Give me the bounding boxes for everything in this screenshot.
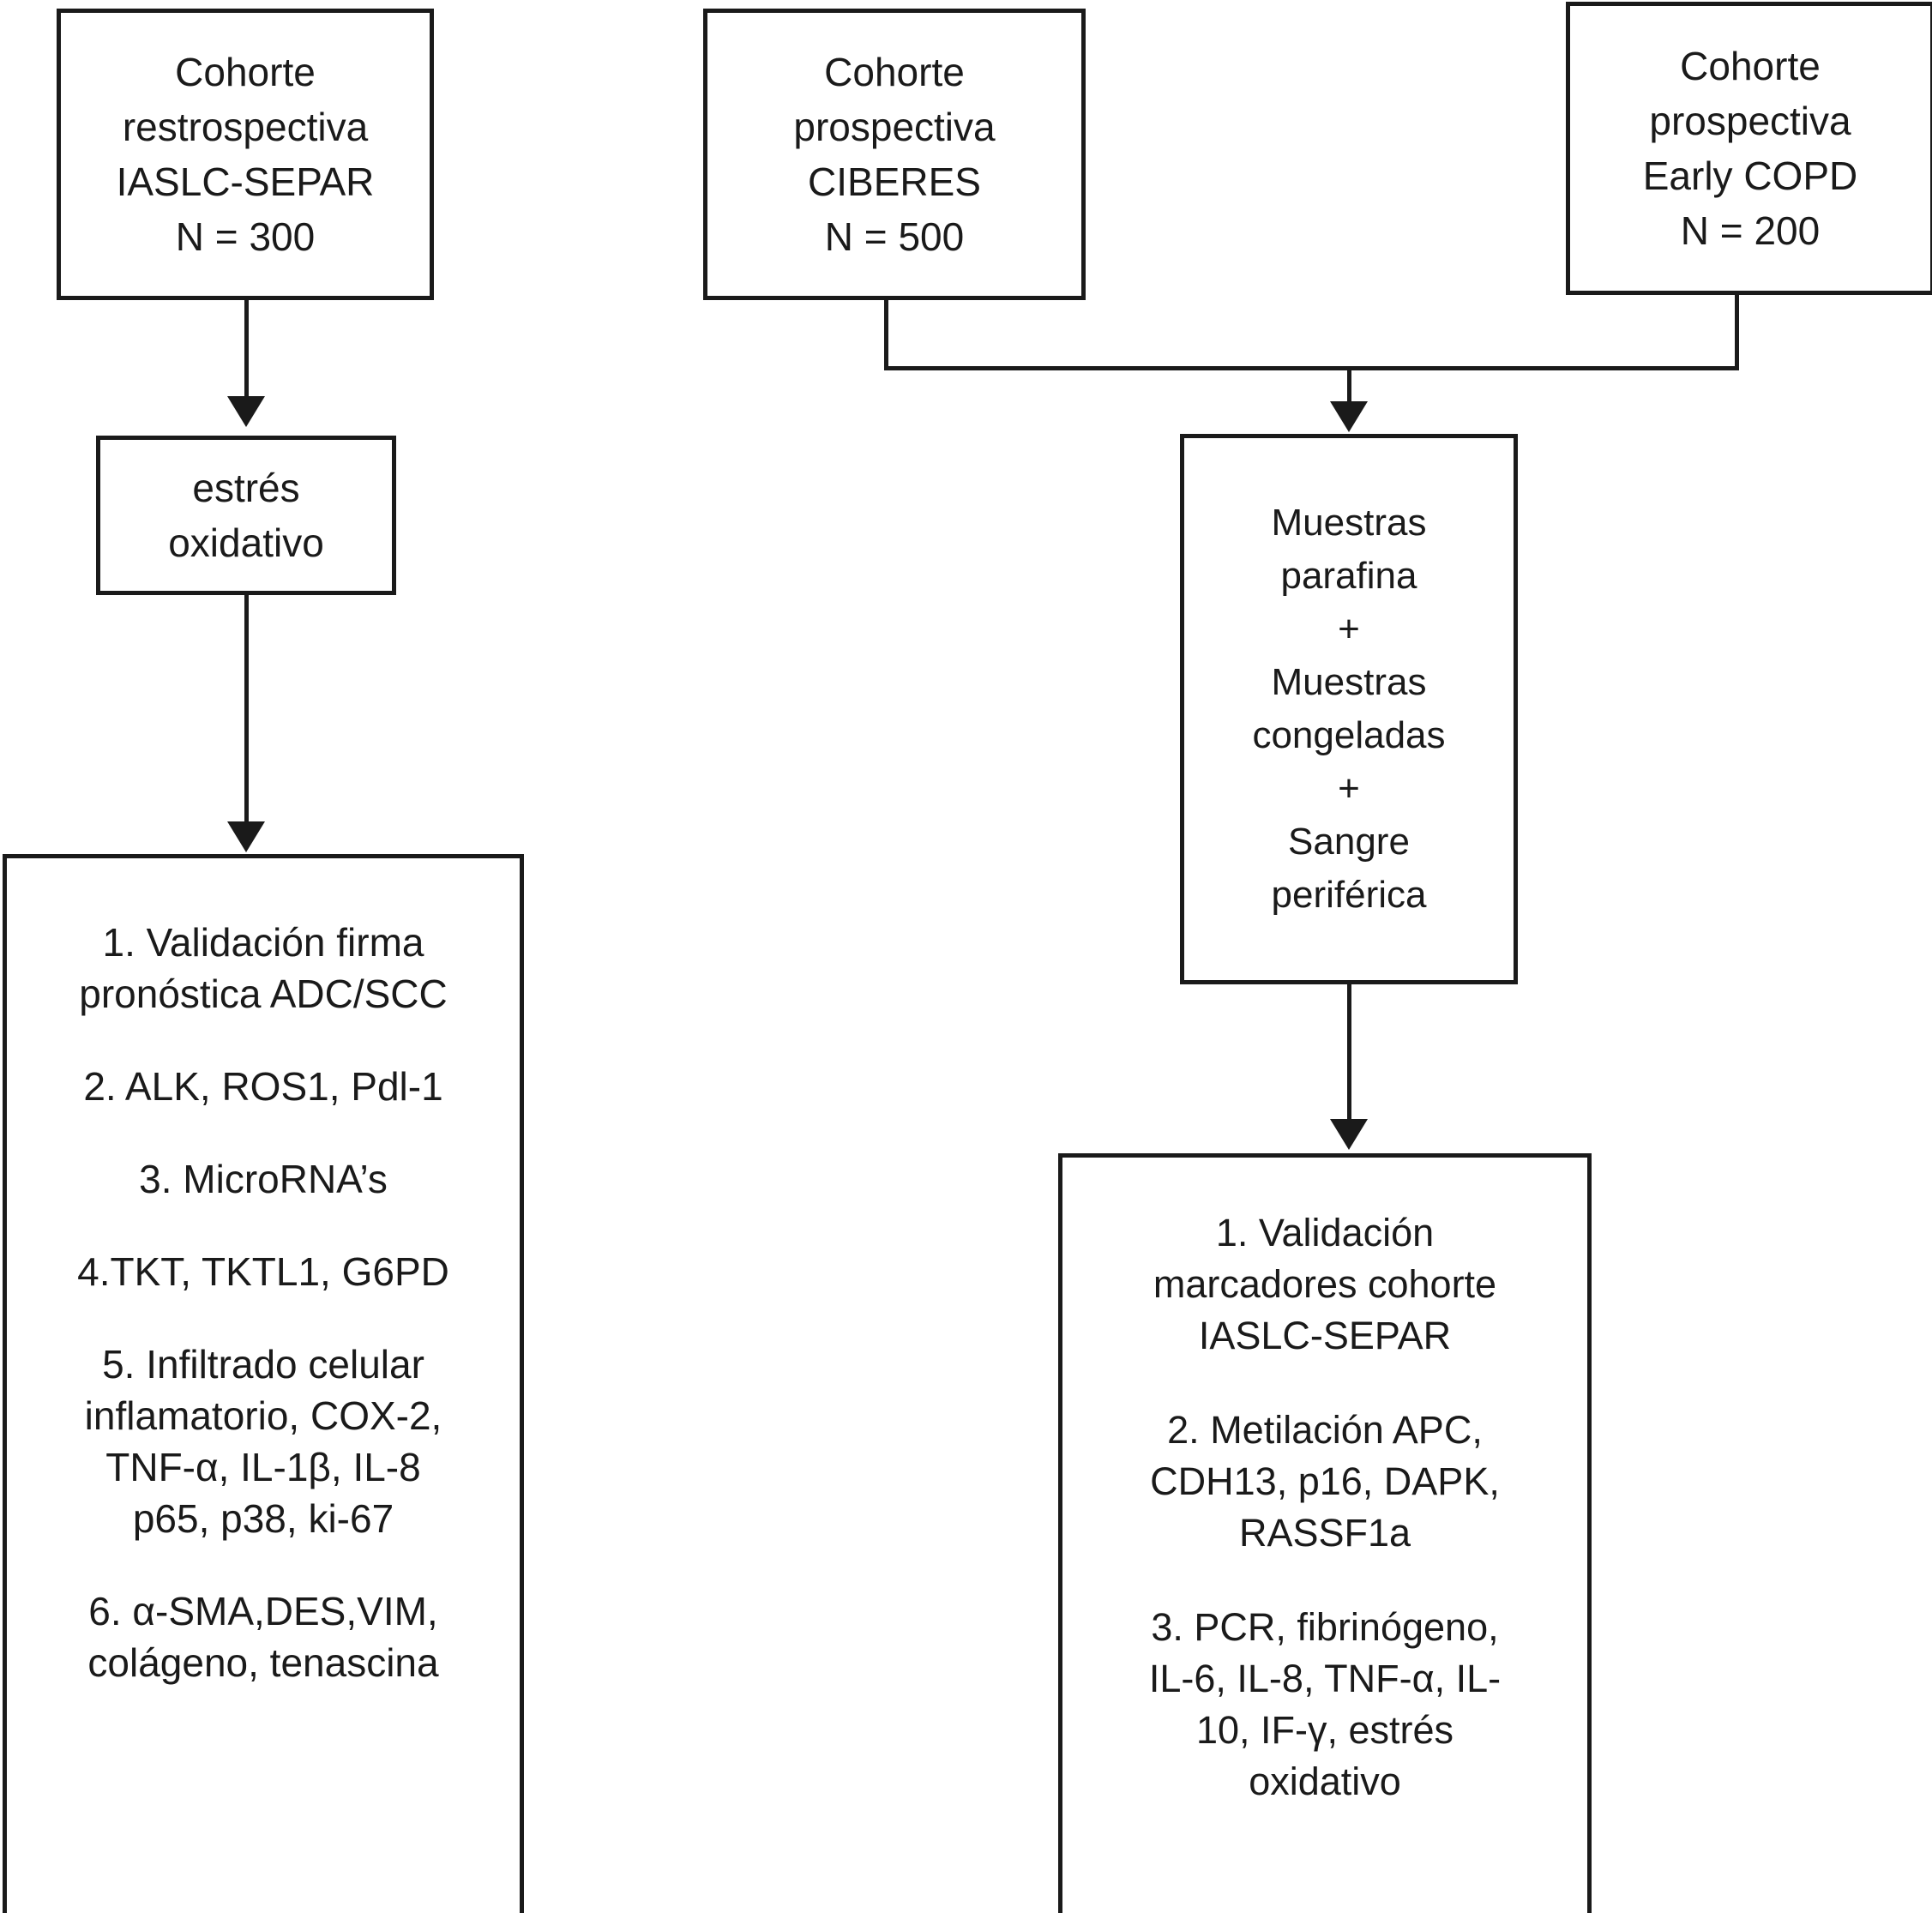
list-item-line: 10, IF-γ, estrés: [1195, 1708, 1454, 1752]
node-line: Cohorte: [1680, 44, 1821, 88]
node-line-plus: +: [1338, 608, 1360, 650]
list-item: 3. MicroRNA’s: [7, 1153, 520, 1205]
node-line: Cohorte: [175, 50, 316, 94]
list-item-line: 1. Validación: [1215, 1211, 1435, 1254]
node-cohorte-retrospectiva: Cohorte restrospectiva IASLC-SEPAR N = 3…: [57, 9, 434, 300]
node-muestras: Muestras parafina + Muestras congeladas …: [1180, 434, 1518, 984]
connector-ciberes-stub: [884, 300, 888, 370]
connector-earlycopd-stub: [1735, 295, 1739, 370]
connector-oxstress-to-left-list: [244, 595, 249, 825]
node-line: parafina: [1280, 555, 1417, 597]
connector-muestras-to-right-list: [1347, 984, 1351, 1122]
node-line-plus: +: [1338, 767, 1360, 809]
node-line: N = 200: [1680, 208, 1821, 253]
list-item-line: CDH13, p16, DAPK,: [1150, 1459, 1500, 1503]
list-item-line: 3. MicroRNA’s: [139, 1157, 388, 1201]
list-item-line: RASSF1a: [1238, 1511, 1411, 1555]
list-item-line: 2. Metilación APC,: [1167, 1408, 1483, 1452]
node-line: Muestras: [1271, 502, 1427, 544]
connector-merge-to-muestras: [1347, 366, 1351, 404]
list-item-line: p65, p38, ki-67: [132, 1496, 394, 1541]
list-item: 3. PCR, fibrinógeno, IL-6, IL-8, TNF-α, …: [1062, 1602, 1587, 1808]
list-item-line: TNF-α, IL-1β, IL-8: [105, 1445, 421, 1489]
node-line: restrospectiva: [122, 105, 369, 149]
node-cohorte-prospectiva-ciberes: Cohorte prospectiva CIBERES N = 500: [703, 9, 1086, 300]
list-item-line: 3. PCR, fibrinógeno,: [1151, 1605, 1499, 1649]
node-line: Early COPD: [1642, 153, 1858, 198]
arrowhead-icon: [1330, 401, 1368, 432]
list-item-line: pronóstica ADC/SCC: [79, 972, 448, 1016]
connector-retro-to-oxstress: [244, 300, 249, 400]
list-item-line: oxidativo: [1249, 1760, 1401, 1803]
node-line: congeladas: [1252, 714, 1446, 756]
node-line: IASLC-SEPAR: [116, 159, 375, 204]
arrowhead-icon: [1330, 1119, 1368, 1150]
list-item: 6. α-SMA,DES,VIM, colágeno, tenascina: [7, 1585, 520, 1688]
list-item: 1. Validación firma pronóstica ADC/SCC: [7, 917, 520, 1020]
arrowhead-icon: [227, 396, 265, 427]
arrowhead-icon: [227, 821, 265, 852]
node-line: Muestras: [1271, 661, 1427, 703]
node-line: Cohorte: [824, 50, 965, 94]
list-item: 5. Infiltrado celular inflamatorio, COX-…: [7, 1338, 520, 1544]
list-item-line: 4.TKT, TKTL1, G6PD: [77, 1249, 449, 1294]
list-item: 4.TKT, TKTL1, G6PD: [7, 1246, 520, 1297]
list-item: 1. Validación marcadores cohorte IASLC-S…: [1062, 1207, 1587, 1362]
list-item: 2. Metilación APC, CDH13, p16, DAPK, RAS…: [1062, 1405, 1587, 1559]
list-item-line: marcadores cohorte: [1153, 1262, 1497, 1306]
list-item: 2. ALK, ROS1, Pdl-1: [7, 1061, 520, 1112]
node-line: N = 500: [824, 214, 965, 259]
node-estres-oxidativo: estrés oxidativo: [96, 436, 396, 595]
node-line: Sangre: [1288, 821, 1410, 863]
node-cohorte-prospectiva-early-copd: Cohorte prospectiva Early COPD N = 200: [1566, 2, 1932, 295]
node-line: oxidativo: [168, 520, 324, 565]
list-item-line: colágeno, tenascina: [87, 1640, 439, 1685]
connector-merge-bus: [884, 366, 1739, 370]
node-line: prospectiva: [1649, 99, 1851, 143]
node-right-marker-list: 1. Validación marcadores cohorte IASLC-S…: [1058, 1153, 1592, 1913]
node-line: periférica: [1271, 874, 1427, 916]
list-item-line: IASLC-SEPAR: [1198, 1314, 1452, 1357]
list-item-line: 2. ALK, ROS1, Pdl-1: [83, 1064, 443, 1109]
list-item-line: 1. Validación firma: [102, 920, 424, 965]
list-item-line: inflamatorio, COX-2,: [84, 1393, 442, 1438]
node-line: estrés: [192, 466, 300, 510]
list-item-line: 5. Infiltrado celular: [102, 1342, 424, 1387]
node-line: N = 300: [175, 214, 316, 259]
node-left-marker-list: 1. Validación firma pronóstica ADC/SCC 2…: [3, 854, 524, 1913]
node-line: CIBERES: [808, 159, 981, 204]
list-item-line: IL-6, IL-8, TNF-α, IL-: [1148, 1657, 1502, 1700]
list-item-line: 6. α-SMA,DES,VIM,: [88, 1589, 438, 1633]
node-line: prospectiva: [793, 105, 996, 149]
